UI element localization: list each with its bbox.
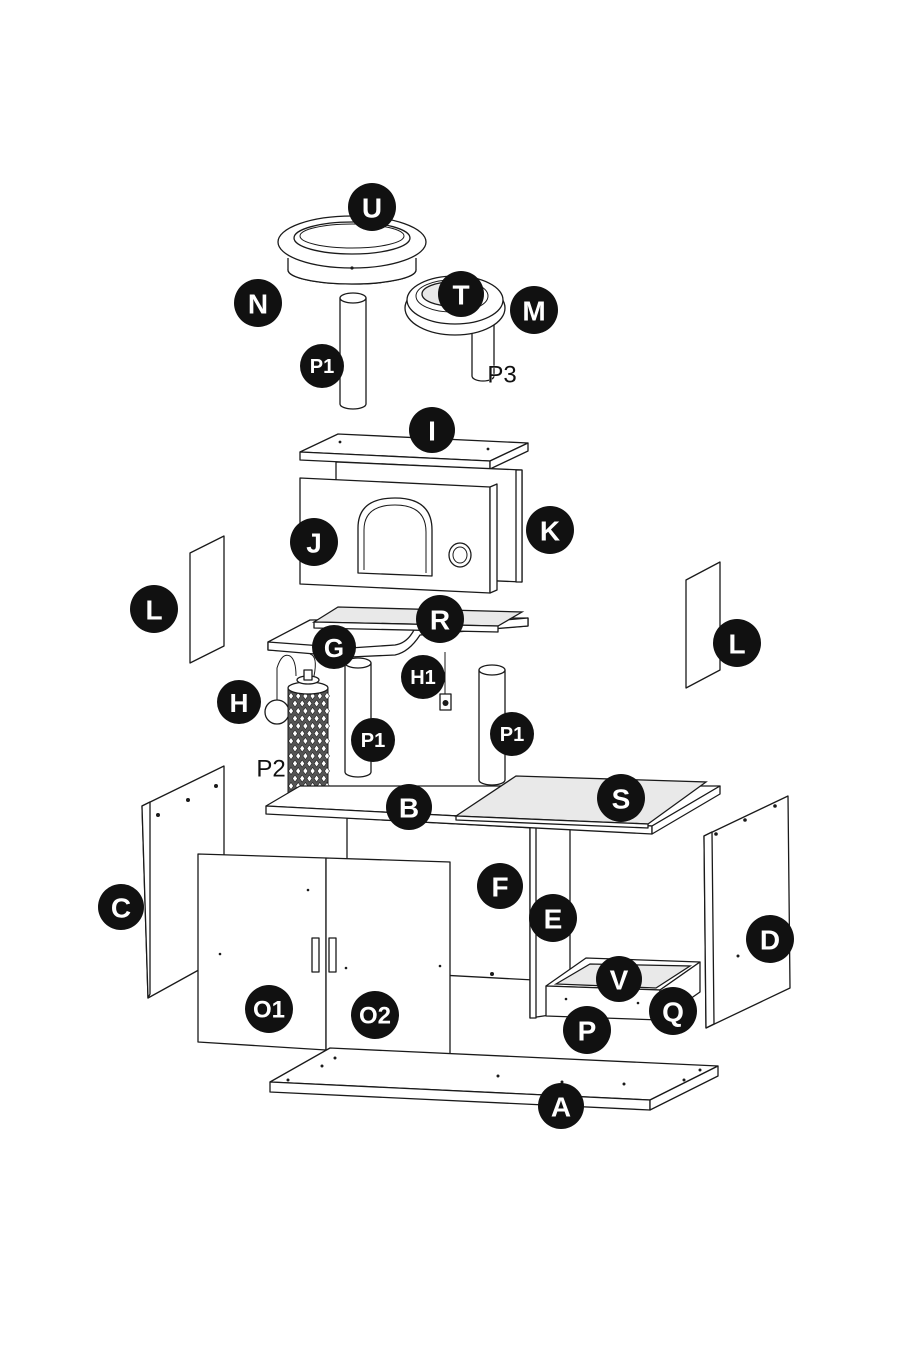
badge-V: V: [596, 956, 642, 1002]
svg-text:O1: O1: [253, 997, 285, 1024]
badge-L-right: L: [713, 619, 761, 667]
svg-text:V: V: [610, 965, 629, 996]
side-panel-L-left: [190, 536, 224, 663]
badge-O2: O2: [351, 991, 399, 1039]
svg-text:F: F: [491, 872, 508, 903]
svg-text:T: T: [452, 280, 469, 311]
badge-N: N: [234, 279, 282, 327]
badge-A: A: [538, 1083, 584, 1129]
badge-P: P: [563, 1006, 611, 1054]
svg-text:L: L: [728, 629, 745, 660]
label-P2: P2: [256, 756, 285, 783]
badge-R: R: [416, 595, 464, 643]
svg-text:H1: H1: [410, 667, 436, 689]
svg-text:R: R: [430, 605, 450, 636]
badge-Q: Q: [649, 987, 697, 1035]
badge-M: M: [510, 286, 558, 334]
svg-text:M: M: [522, 296, 545, 327]
svg-text:N: N: [248, 289, 268, 320]
badge-P1-right: P1: [490, 712, 534, 756]
badge-G: G: [312, 625, 356, 669]
round-bed-U: [278, 216, 426, 284]
svg-text:C: C: [111, 893, 131, 924]
badge-B: B: [386, 784, 432, 830]
svg-text:P: P: [578, 1016, 597, 1047]
svg-text:P1: P1: [361, 730, 385, 752]
badge-E: E: [529, 894, 577, 942]
svg-text:D: D: [760, 925, 780, 956]
badge-L-left: L: [130, 585, 178, 633]
post-P1-top: [340, 293, 366, 409]
svg-text:L: L: [145, 595, 162, 626]
svg-text:G: G: [324, 633, 344, 663]
badge-P1-top: P1: [300, 344, 344, 388]
svg-text:A: A: [551, 1092, 571, 1123]
badge-F: F: [477, 863, 523, 909]
badge-P1-left: P1: [351, 718, 395, 762]
svg-text:P1: P1: [500, 724, 524, 746]
badge-T: T: [438, 271, 484, 317]
svg-text:J: J: [306, 528, 322, 559]
svg-text:E: E: [544, 904, 563, 935]
label-P3: P3: [487, 362, 516, 389]
badge-S: S: [597, 774, 645, 822]
side-panel-L-right: [686, 562, 720, 688]
svg-text:Q: Q: [662, 997, 684, 1028]
base-panel-A: [270, 1048, 718, 1110]
svg-text:O2: O2: [359, 1003, 391, 1030]
svg-text:P1: P1: [310, 356, 334, 378]
badge-I: I: [409, 407, 455, 453]
badge-H: H: [217, 680, 261, 724]
badge-C: C: [98, 884, 144, 930]
svg-text:I: I: [428, 416, 436, 447]
svg-text:K: K: [540, 516, 560, 547]
svg-text:U: U: [362, 193, 382, 224]
badge-K: K: [526, 506, 574, 554]
side-panel-D: [704, 796, 790, 1028]
badge-H1: H1: [401, 655, 445, 699]
badge-O1: O1: [245, 985, 293, 1033]
badge-U: U: [348, 183, 396, 231]
badge-J: J: [290, 518, 338, 566]
badge-D: D: [746, 915, 794, 963]
svg-text:S: S: [612, 784, 631, 815]
svg-text:H: H: [230, 688, 249, 718]
svg-text:B: B: [399, 793, 419, 824]
scratching-post-P2: [288, 670, 330, 802]
